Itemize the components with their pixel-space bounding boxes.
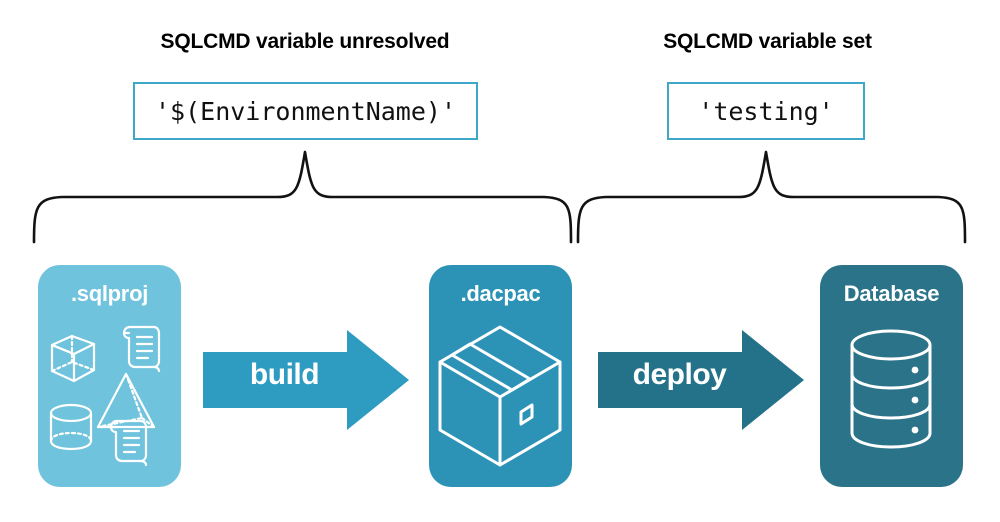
stage-label-sqlproj: .sqlproj: [70, 281, 149, 306]
script-scroll-icon: [122, 325, 161, 373]
stage-label-dacpac: .dacpac: [460, 281, 541, 306]
arrow-build: build: [203, 330, 409, 430]
stage-label-database: Database: [843, 281, 940, 306]
database-cylinder-icon: [850, 329, 932, 449]
arrow-deploy: deploy: [598, 330, 804, 430]
stage-box-dacpac: .dacpac: [429, 265, 572, 487]
package-box-icon: [438, 325, 562, 467]
deploy-arrow-icon: [598, 330, 804, 430]
database-artwork: [850, 329, 932, 449]
left-brace-icon: [32, 150, 573, 244]
right-brace-icon: [576, 150, 967, 244]
pyramid-icon: [96, 372, 156, 429]
build-arrow-icon: [203, 330, 409, 430]
code-box-testing: 'testing': [667, 82, 865, 140]
heading-sqlcmd-unresolved: SQLCMD variable unresolved: [160, 30, 450, 53]
sqlproj-artwork: [49, 325, 161, 467]
database-status-dots: [911, 366, 919, 434]
stage-box-sqlproj: .sqlproj: [38, 265, 181, 487]
dacpac-artwork: [438, 325, 562, 467]
cylinder-icon: [49, 403, 93, 451]
script-scroll-icon: [109, 419, 148, 467]
heading-sqlcmd-set: SQLCMD variable set: [663, 30, 872, 53]
stage-box-database: Database: [820, 265, 963, 487]
code-box-environment-name: '$(EnvironmentName)': [133, 82, 478, 140]
cube-icon: [50, 334, 96, 383]
